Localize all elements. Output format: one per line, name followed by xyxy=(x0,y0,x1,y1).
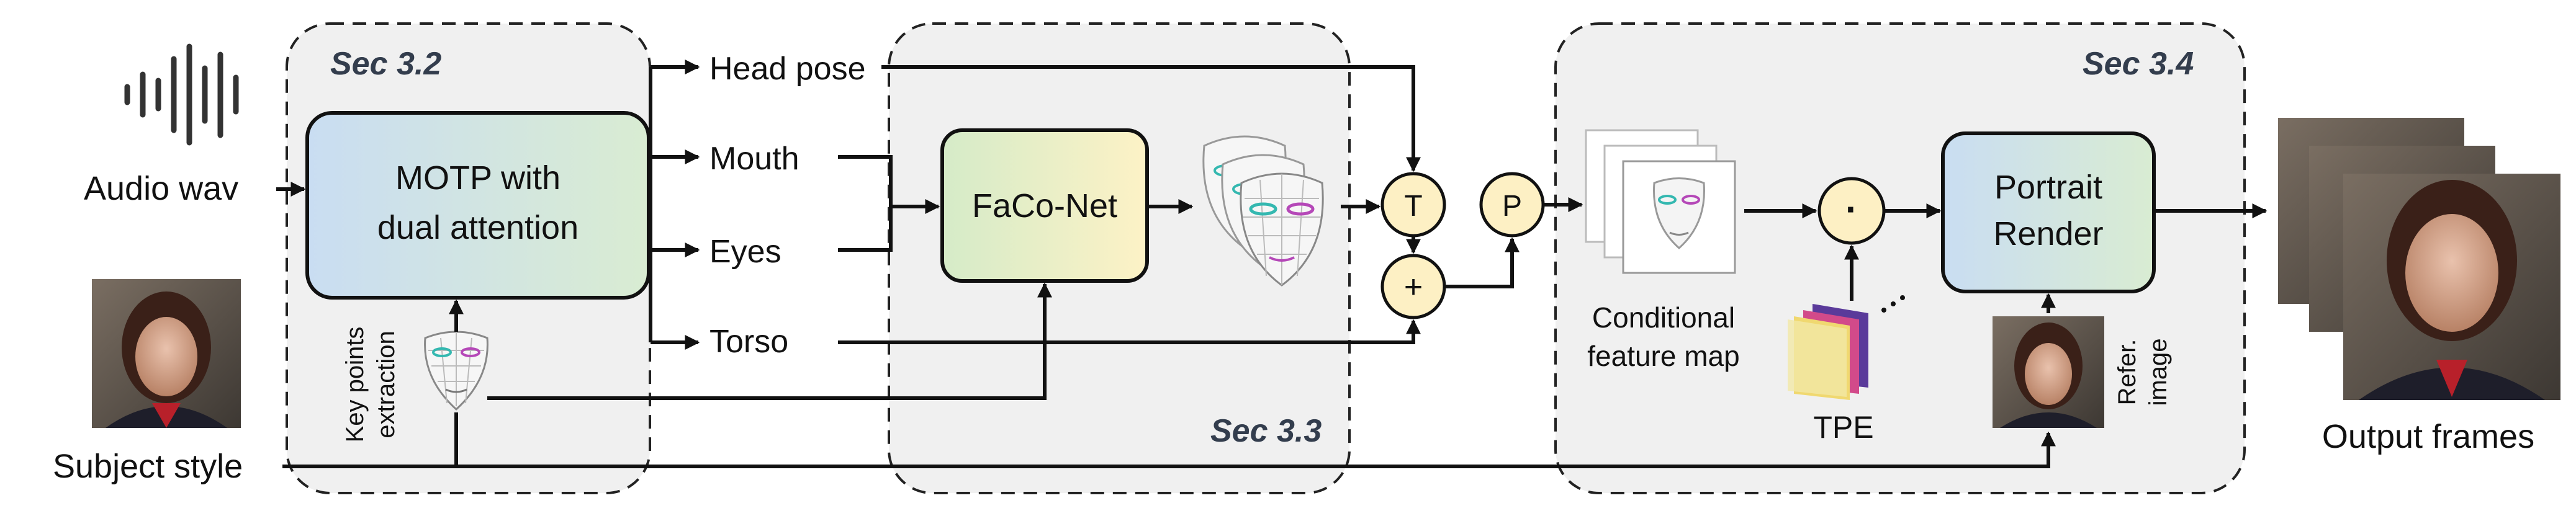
conditional-feature-map xyxy=(1585,129,1736,274)
motp-label-line2: dual attention xyxy=(377,209,579,246)
tpe-label: TPE xyxy=(1813,410,1873,445)
refer-label-line1: Refer. xyxy=(2114,339,2141,406)
motp-label-line1: MOTP with xyxy=(395,159,561,197)
branch-mouth: Mouth xyxy=(709,141,799,177)
audio-waveform-icon xyxy=(124,43,239,146)
keypoints-face-mesh xyxy=(424,331,489,411)
project-op-label: P xyxy=(1502,190,1522,223)
faconet-module xyxy=(940,128,1149,283)
output-frames-stack xyxy=(2278,118,2560,400)
render-label-line2: Render xyxy=(1993,215,2103,252)
cond-label-line1: Conditional xyxy=(1592,301,1735,334)
cond-label-line2: feature map xyxy=(1587,340,1739,372)
output-label: Output frames xyxy=(2322,418,2534,455)
branch-torso: Torso xyxy=(709,324,788,360)
section-3-4-label: Sec 3.4 xyxy=(2083,46,2194,82)
portrait-render-module xyxy=(1941,131,2156,293)
motp-module xyxy=(305,111,651,300)
audio-input-label: Audio wav xyxy=(84,170,238,207)
refer-label-line2: image xyxy=(2145,339,2172,406)
branch-head-pose: Head pose xyxy=(709,51,866,87)
dot-op-circle xyxy=(1817,177,1886,245)
transform-op-label: T xyxy=(1404,190,1422,223)
keypoints-label-line2: extraction xyxy=(372,331,400,438)
dot-op-label: · xyxy=(1845,189,1858,230)
render-label-line1: Portrait xyxy=(1994,169,2102,206)
reference-image xyxy=(1993,316,2104,428)
section-3-3-label: Sec 3.3 xyxy=(1210,413,1322,449)
branch-eyes: Eyes xyxy=(709,234,781,270)
subject-style-photo xyxy=(92,279,241,428)
face-mesh-stack xyxy=(1202,135,1324,287)
keypoints-label-line1: Key points xyxy=(341,327,369,443)
section-3-2-label: Sec 3.2 xyxy=(330,46,441,82)
edges xyxy=(276,60,2268,468)
add-op-label: + xyxy=(1404,269,1423,305)
tpe-encoding-stack xyxy=(1788,295,1905,400)
subject-input-label: Subject style xyxy=(53,448,243,485)
faconet-label: FaCo-Net xyxy=(972,187,1117,225)
